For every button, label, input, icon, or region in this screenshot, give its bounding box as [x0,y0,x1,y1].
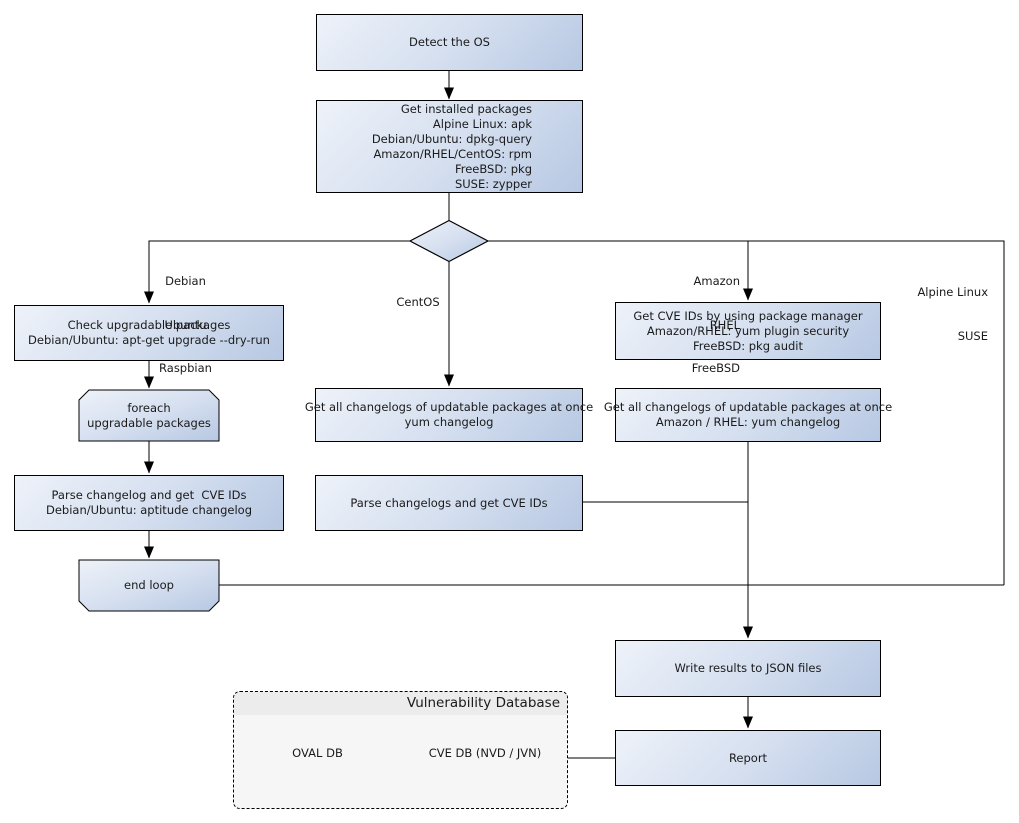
branch-label-amazon: Amazon RHEL FreeBSD [678,245,740,405]
node-get-cve-ids-line: FreeBSD: pkg audit [692,338,804,353]
node-centos-changelogs-line: Get all changelogs of updatable packages… [304,400,594,414]
vulnerability-database-title: Vulnerability Database [234,692,567,715]
oval-db-label: OVAL DB [292,746,343,760]
node-get-installed-packages: Get installed packages Alpine Linux: apk… [316,100,583,193]
node-foreach-line: upgradable packages [87,415,211,430]
node-amazon-changelogs-line: Amazon / RHEL: yum changelog [655,415,841,429]
node-parse-changelog-deb-line: Debian/Ubuntu: aptitude changelog [46,503,252,517]
node-check-upgradable: Check upgradable packages Debian/Ubuntu:… [14,305,284,361]
node-write-results: Write results to JSON files [615,640,881,697]
branch-label-debian-line: Raspbian [159,361,212,375]
vulnerability-database-container: Vulnerability Database [233,691,568,809]
node-parse-changelogs-centos-label: Parse changelogs and get CVE IDs [350,495,548,510]
node-get-installed-line: Get installed packages [400,101,532,116]
node-get-cve-ids-pkg-mgr: Get CVE IDs by using package manager Ama… [615,302,881,360]
node-get-cve-ids-line: Amazon/RHEL: yum plugin security [646,323,850,338]
node-get-installed-line: Alpine Linux: apk [432,116,532,131]
node-write-results-label: Write results to JSON files [674,661,822,675]
branch-label-debian-line: Debian [165,274,206,288]
node-parse-changelog-deb-line: Parse changelog and get CVE IDs [51,488,247,502]
node-check-upgradable-line: Debian/Ubuntu: apt-get upgrade --dry-run [28,333,270,347]
branch-label-amazon-line: Amazon [693,274,740,288]
branch-label-alpine: Alpine Linux SUSE [898,256,988,372]
node-foreach-line: foreach [127,400,171,415]
node-parse-changelog-deb: Parse changelog and get CVE IDs Debian/U… [14,475,284,531]
connectors [144,71,1005,759]
node-end-loop: end loop [79,560,219,611]
node-amazon-changelogs-line: Get all changelogs of updatable packages… [603,400,893,414]
node-amazon-changelogs: Get all changelogs of updatable packages… [604,388,892,442]
node-parse-changelogs-centos: Parse changelogs and get CVE IDs [315,475,583,531]
node-report: Report [615,730,881,786]
branch-label-centos-line: CentOS [396,295,440,309]
node-foreach-loop: foreach upgradable packages [79,390,219,441]
node-detect-os-label: Detect the OS [409,35,490,49]
connector-decision-to-debian [144,240,410,304]
branch-label-debian-line: Ubuntu [164,317,207,332]
branch-label-alpine-line: SUSE [957,328,988,343]
branch-label-alpine-line: Alpine Linux [917,285,988,299]
node-get-installed-line: SUSE: zypper [454,176,532,191]
branch-label-amazon-line: FreeBSD [691,361,740,375]
branch-label-debian: Debian Ubuntu Raspbian [148,245,223,405]
end-loop-shape [78,559,220,612]
branch-label-amazon-line: RHEL [709,317,740,332]
os-decision-diamond [408,219,490,263]
node-get-cve-ids-line: Get CVE IDs by using package manager [633,308,863,323]
cve-db-label: CVE DB (NVD / JVN) [428,746,542,760]
node-centos-changelogs: Get all changelogs of updatable packages… [305,388,593,442]
node-centos-changelogs-line: yum changelog [404,415,494,429]
node-report-label: Report [728,750,768,765]
node-get-installed-line: Debian/Ubuntu: dpkg-query [371,131,532,146]
node-detect-os: Detect the OS [316,14,583,71]
node-end-loop-label: end loop [124,578,174,592]
node-get-installed-line: FreeBSD: pkg [454,161,532,176]
node-get-installed-line: Amazon/RHEL/CentOS: rpm [373,146,532,161]
connector-decision-to-alpine [488,240,1005,585]
node-check-upgradable-line: Check upgradable packages [67,318,231,332]
branch-label-centos: CentOS [391,266,445,339]
foreach-loop-shape [78,389,220,442]
